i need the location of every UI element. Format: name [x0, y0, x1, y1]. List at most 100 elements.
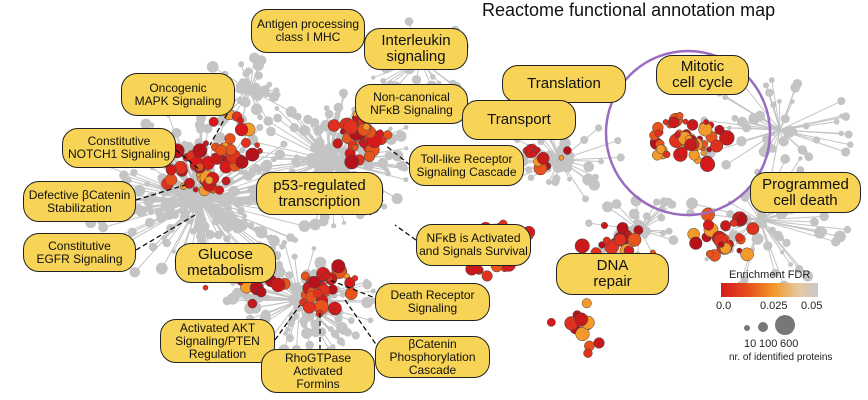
network-edge	[199, 199, 228, 240]
enriched-node	[192, 186, 199, 193]
network-edge	[199, 199, 245, 217]
network-node	[602, 201, 614, 213]
network-edge	[559, 140, 618, 161]
network-node	[289, 282, 301, 294]
network-node	[411, 75, 422, 85]
network-node	[347, 317, 355, 324]
network-node	[199, 218, 207, 226]
network-node	[780, 154, 791, 164]
network-node	[291, 158, 299, 166]
enriched-node	[684, 138, 697, 151]
network-node	[403, 125, 409, 130]
network-node	[551, 178, 560, 187]
enriched-node	[674, 131, 681, 139]
network-edge	[559, 139, 585, 161]
network-node	[314, 162, 327, 175]
network-edge	[299, 299, 311, 346]
network-node	[768, 77, 775, 83]
network-edge	[729, 202, 761, 221]
enriched-node	[746, 222, 760, 235]
network-edge	[759, 219, 815, 223]
network-node	[384, 167, 390, 173]
network-node	[559, 137, 571, 149]
network-node	[156, 212, 167, 223]
network-edge	[616, 203, 641, 231]
enriched-node	[165, 164, 177, 176]
label-interleukin: Interleukin signaling	[364, 28, 468, 70]
enriched-node	[308, 276, 321, 289]
enriched-node	[383, 130, 393, 140]
enriched-node	[192, 143, 208, 158]
network-edge	[249, 57, 255, 91]
network-node	[665, 227, 673, 235]
enriched-node	[546, 317, 556, 327]
network-node	[841, 112, 851, 121]
network-node	[166, 223, 176, 234]
enriched-node	[699, 156, 716, 172]
network-node	[770, 101, 777, 108]
enriched-node	[208, 116, 219, 127]
label-egfr: Constitutive EGFR Signaling	[23, 233, 136, 272]
network-node	[351, 331, 360, 340]
network-node	[388, 126, 393, 132]
network-node	[311, 246, 317, 251]
network-node	[635, 214, 640, 219]
network-edge	[741, 129, 781, 142]
network-node	[843, 225, 852, 234]
network-node	[313, 128, 321, 136]
enriched-node	[558, 154, 565, 161]
size-legend-dot	[744, 325, 750, 331]
network-node	[280, 140, 288, 148]
network-edge	[639, 204, 673, 231]
network-node	[527, 174, 535, 182]
network-node	[798, 156, 803, 161]
network-node	[305, 340, 314, 350]
network-node	[340, 341, 346, 347]
enriched-node	[602, 236, 611, 245]
label-noncanonical-nfkb: Non-canonical NFκB Signaling	[355, 84, 468, 124]
network-edge	[739, 80, 781, 131]
enriched-node	[702, 219, 715, 231]
enriched-node	[215, 144, 227, 156]
label-mitotic-cell-cycle: Mitotic cell cycle	[656, 55, 749, 95]
network-node	[98, 222, 109, 233]
enriched-node	[735, 233, 744, 242]
enriched-node	[703, 119, 710, 125]
network-node	[318, 216, 329, 227]
label-programmed-cell-death: Programmed cell death	[750, 172, 861, 213]
enriched-node	[736, 213, 748, 225]
enriched-node	[710, 139, 724, 153]
network-node	[780, 114, 790, 124]
enriched-node	[339, 128, 346, 135]
network-node	[291, 253, 298, 260]
enriched-node	[689, 236, 703, 250]
network-node	[339, 88, 349, 98]
network-node	[783, 126, 795, 138]
network-node	[804, 152, 814, 162]
label-toll-like: Toll-like Receptor Signaling Cascade	[409, 145, 524, 186]
network-node	[248, 185, 257, 194]
network-edge	[759, 219, 785, 287]
enriched-node	[332, 138, 343, 149]
network-node	[384, 151, 394, 161]
enriched-node	[668, 116, 680, 129]
network-node	[545, 179, 552, 185]
network-node	[380, 78, 387, 85]
network-node	[279, 243, 286, 250]
enriched-node	[302, 300, 316, 314]
network-node	[780, 250, 785, 255]
network-node	[148, 242, 158, 252]
network-node	[668, 235, 679, 245]
enriched-node	[654, 129, 663, 138]
network-node	[381, 203, 388, 210]
network-node	[652, 198, 661, 206]
enriched-node	[313, 288, 323, 299]
network-node	[155, 262, 168, 275]
network-node	[585, 219, 593, 227]
network-edge	[691, 202, 761, 221]
label-p53: p53-regulated transcription	[256, 172, 383, 215]
network-node	[240, 97, 251, 108]
network-node	[583, 161, 594, 173]
network-node	[721, 159, 731, 170]
network-node	[259, 161, 271, 172]
